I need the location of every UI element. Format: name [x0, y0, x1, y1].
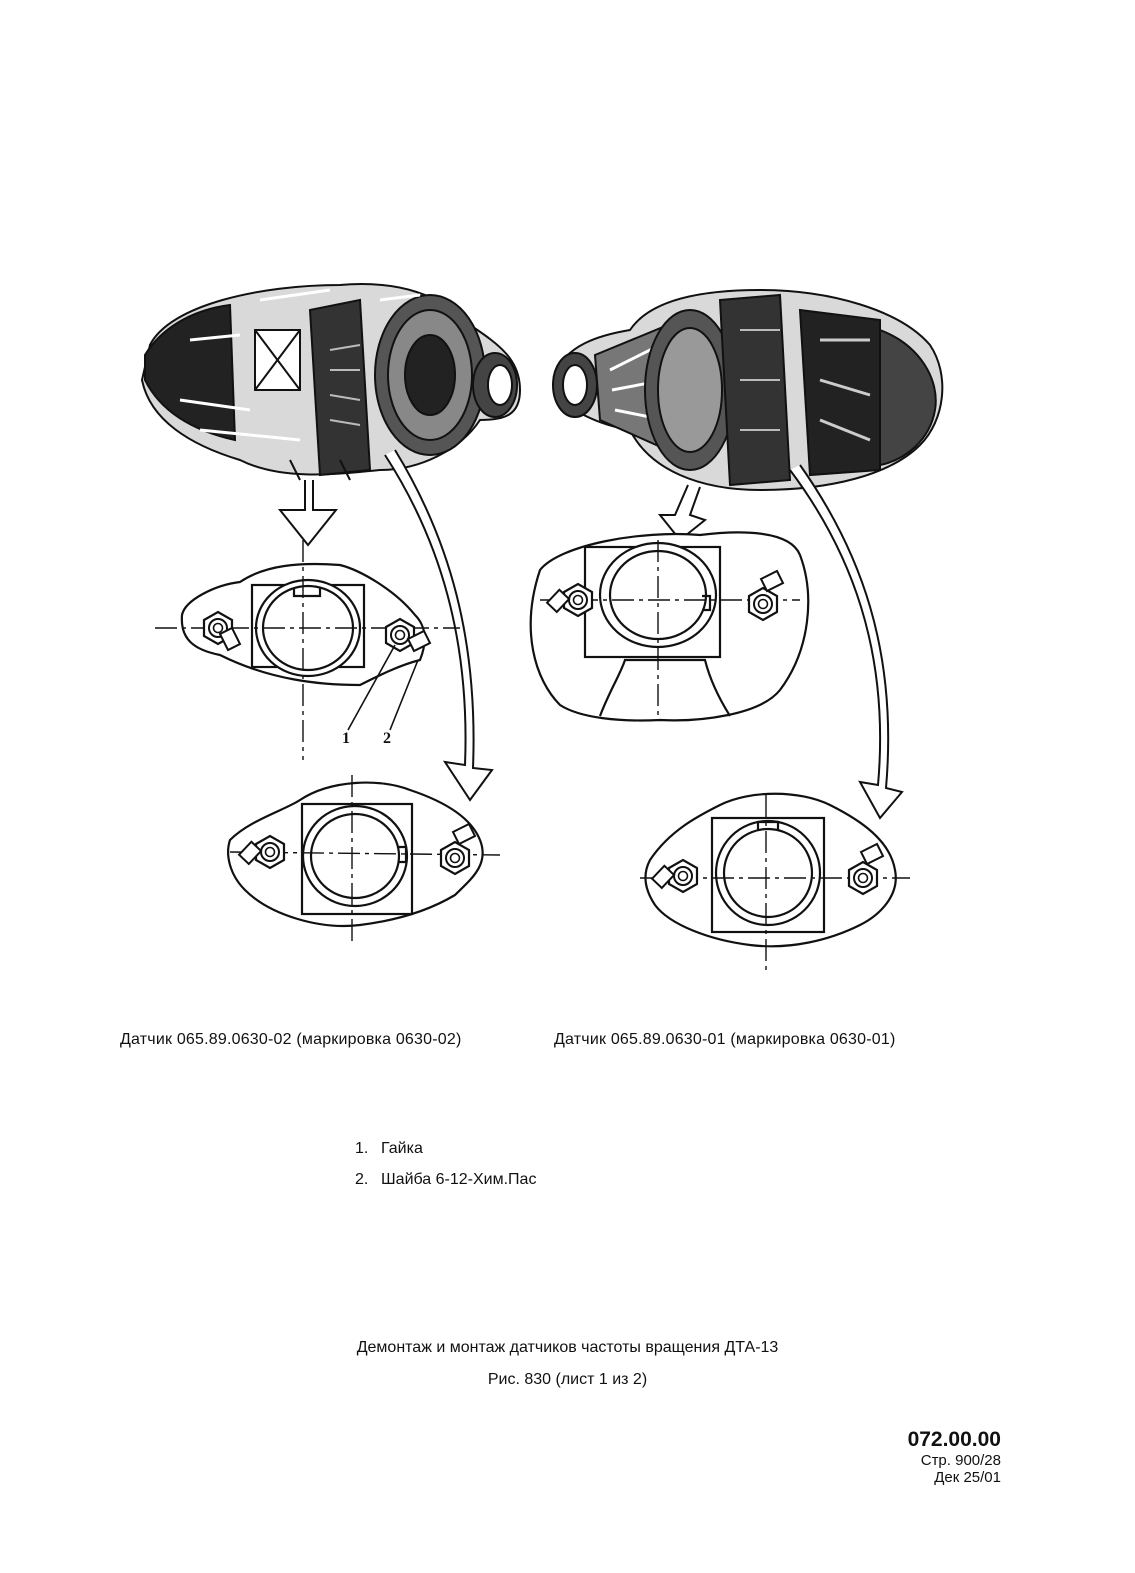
page-reference: 072.00.00 Стр. 900/28 Дек 25/01	[908, 1428, 1001, 1486]
page-number: Стр. 900/28	[920, 1452, 1001, 1469]
callout-1: 1	[342, 730, 350, 747]
sensor-left-top	[155, 540, 460, 760]
legend-item: 1. Гайка	[355, 1140, 423, 1158]
legend-item: 2. Шайба 6-12-Хим.Пас	[355, 1171, 536, 1189]
left-engine-illustration	[140, 283, 522, 481]
sensor-right-bottom	[640, 792, 910, 970]
figure-title: Демонтаж и монтаж датчиков частоты враще…	[356, 1339, 779, 1356]
sensor-right-top	[529, 531, 810, 722]
sensor-left-bottom	[227, 775, 501, 945]
legend-number: 1.	[355, 1140, 369, 1157]
legend-text: Гайка	[381, 1140, 423, 1157]
right-sensor-caption: Датчик 065.89.0630-01 (маркировка 0630-0…	[554, 1031, 896, 1048]
chapter-code: 072.00.00	[907, 1428, 1001, 1451]
revision-date: Дек 25/01	[934, 1469, 1001, 1486]
right-engine-illustration	[552, 288, 944, 492]
left-sensor-caption: Датчик 065.89.0630-02 (маркировка 0630-0…	[120, 1031, 462, 1048]
callout-2: 2	[383, 730, 391, 747]
legend-number: 2.	[355, 1171, 369, 1188]
arrows	[277, 449, 904, 820]
figure-number: Рис. 830 (лист 1 из 2)	[487, 1371, 648, 1388]
legend-text: Шайба 6-12-Хим.Пас	[381, 1171, 537, 1188]
